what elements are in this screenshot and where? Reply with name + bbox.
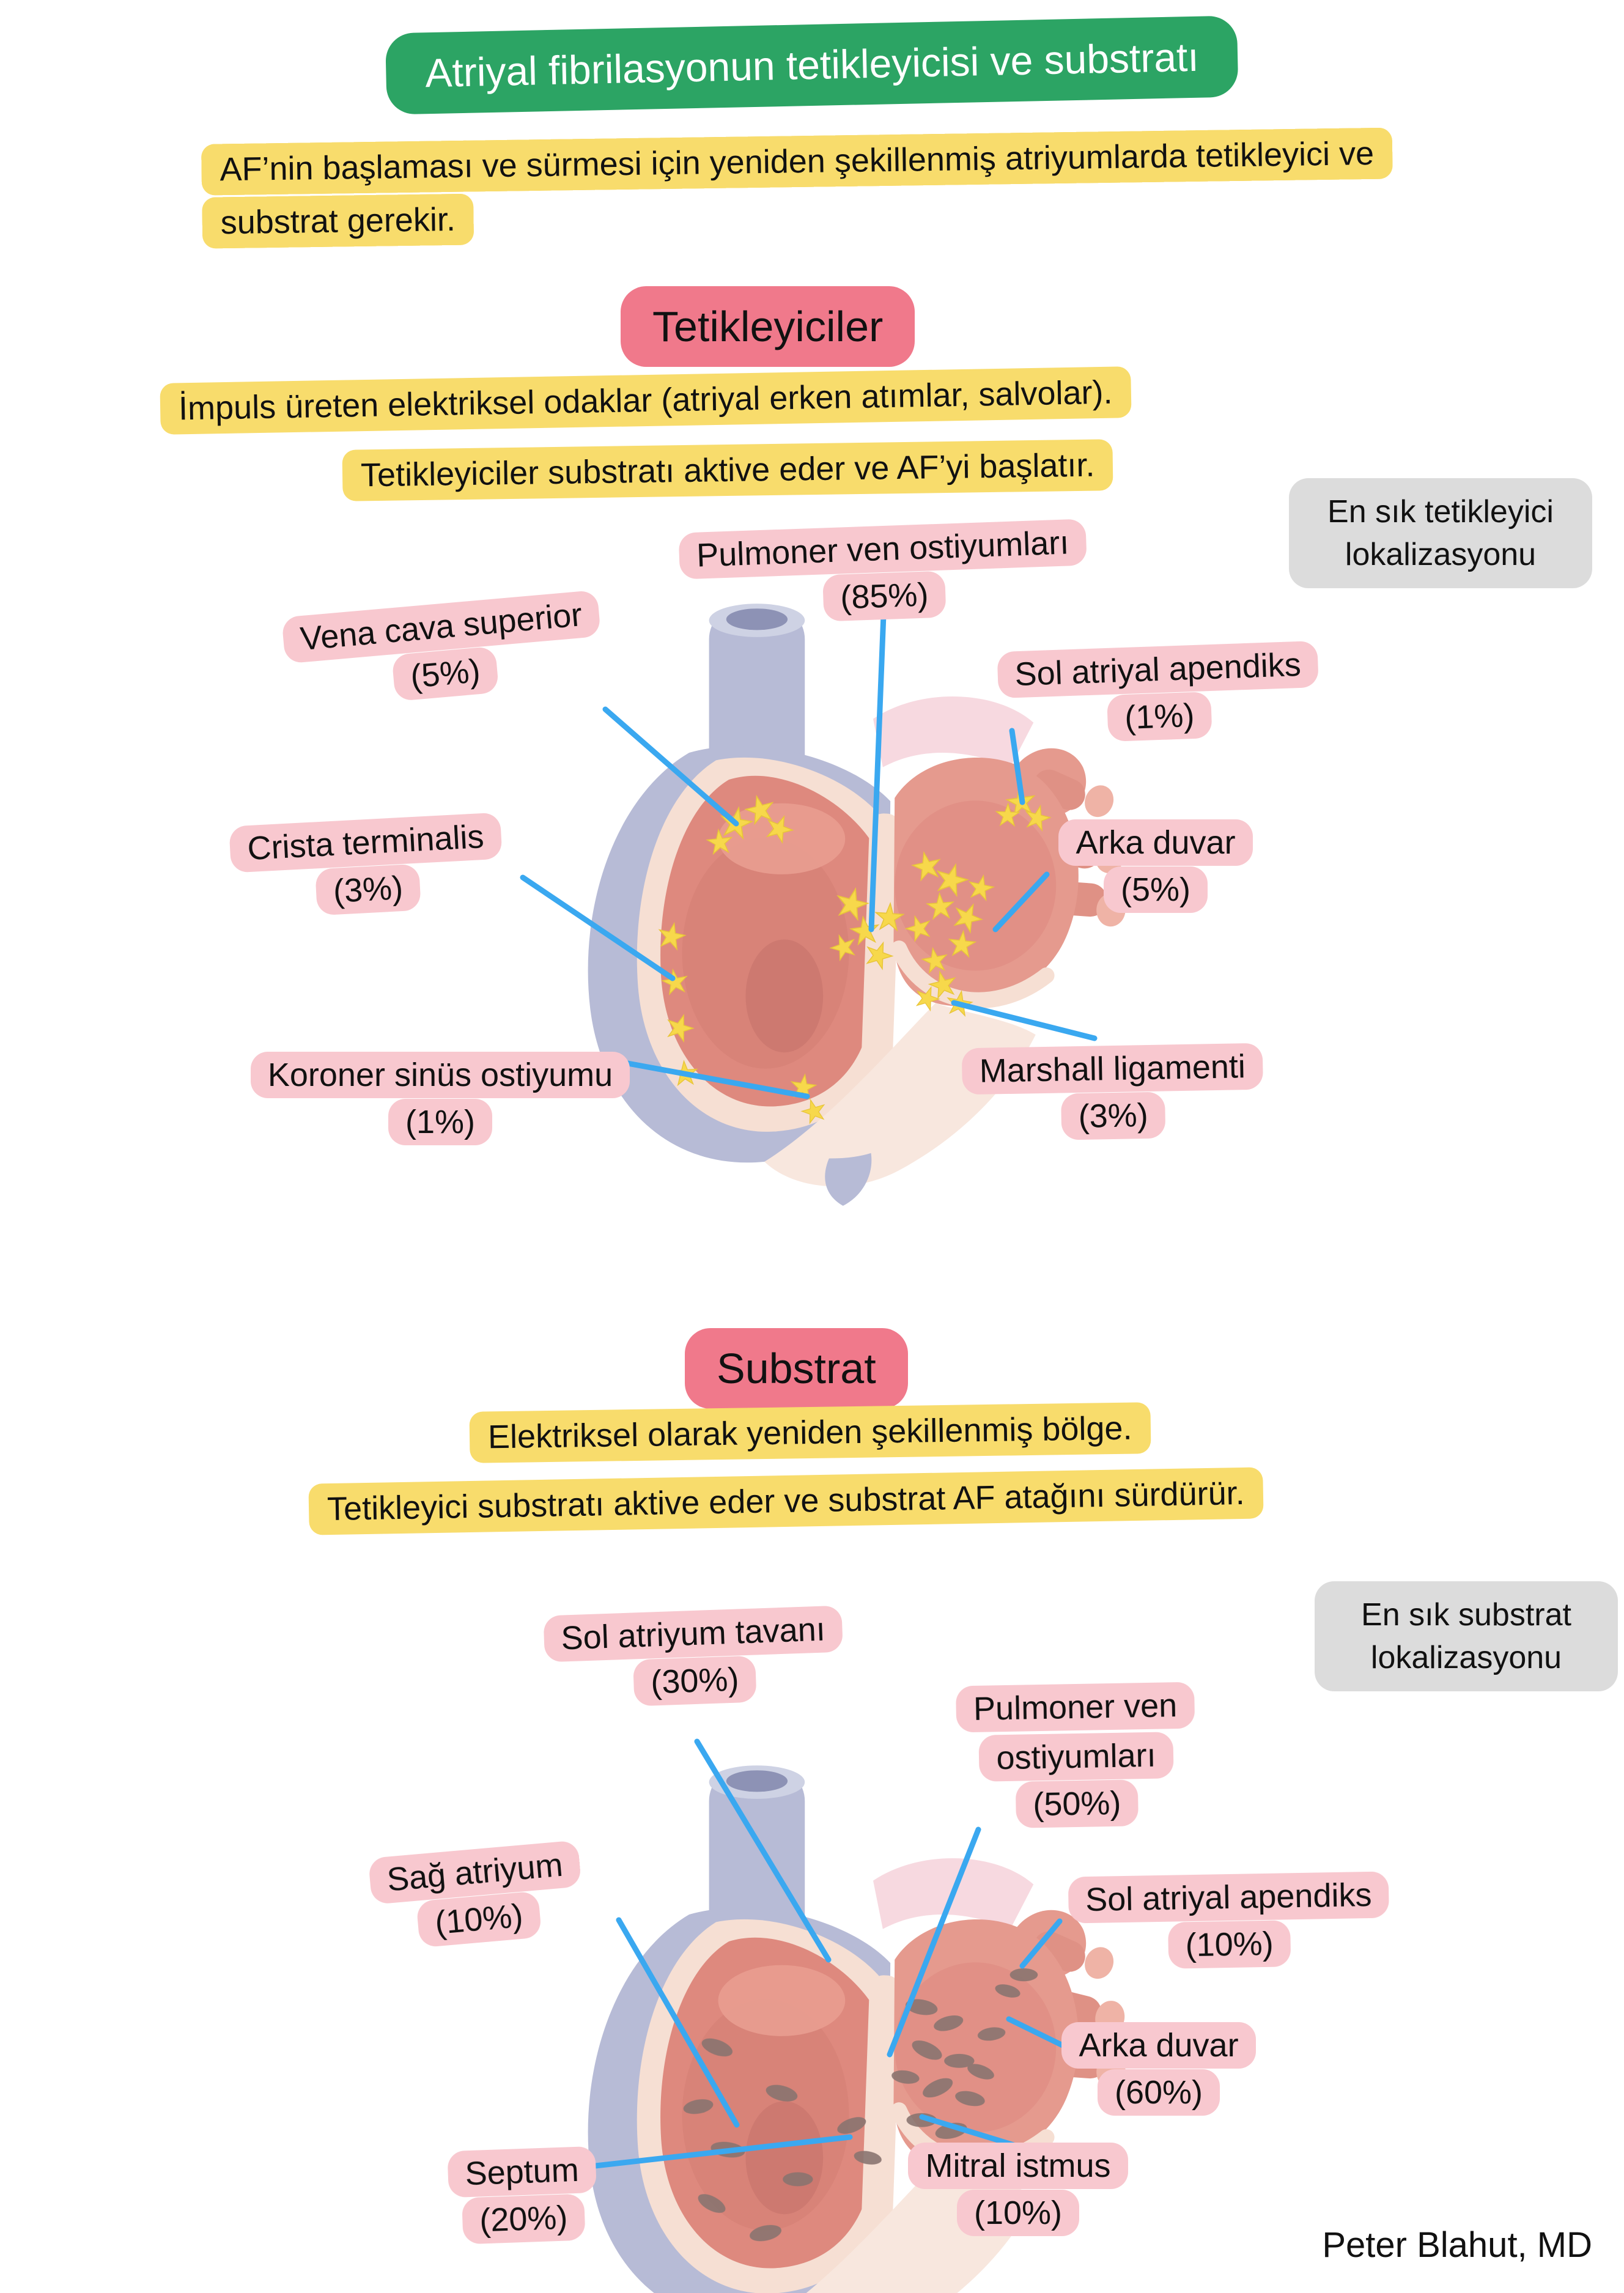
label-pct: (50%): [1015, 1779, 1139, 1828]
label-text: Koroner sinüs ostiyumu: [250, 1052, 630, 1098]
triggers-heading: Tetikleyiciler: [621, 286, 915, 367]
label-text: Sol atriyal apendiks: [997, 640, 1319, 699]
label-coronary-sinus-ostium: Koroner sinüs ostiyumu (1%): [226, 1050, 654, 1147]
author-credit: Peter Blahut, MD: [1322, 2225, 1592, 2265]
label-pct: (60%): [1097, 2069, 1220, 2116]
label-text: Septum: [447, 2146, 597, 2198]
label-pct: (10%): [1167, 1920, 1291, 1969]
label-left-atrial-appendage-trigger: Sol atriyal apendiks (1%): [961, 638, 1356, 748]
label-pct: (20%): [462, 2193, 586, 2245]
substrate-desc2-highlight: Tetikleyici substratı aktive eder ve sub…: [308, 1467, 1264, 1535]
intro-highlight: AF’nin başlaması ve sürmesi için yeniden…: [201, 127, 1393, 249]
substrate-desc1-highlight: Elektriksel olarak yeniden şekillenmiş b…: [469, 1402, 1151, 1463]
label-text: Mitral istmus: [908, 2143, 1128, 2189]
label-pct: (10%): [416, 1891, 542, 1948]
label-pct: (3%): [315, 863, 421, 916]
label-pulmonary-vein-ostia-substrate: Pulmoner ven ostiyumları (50%): [943, 1680, 1209, 1831]
label-pct: (3%): [1060, 1091, 1166, 1140]
label-pct: (5%): [391, 646, 500, 702]
substrate-heart-diagram: [0, 1738, 1624, 2293]
substrate-side-note: En sık substrat lokalizasyonu: [1315, 1581, 1618, 1692]
label-left-atrial-roof: Sol atriyum tavanı (30%): [509, 1603, 879, 1713]
page-title: Atriyal fibrilasyonun tetikleyicisi ve s…: [385, 15, 1239, 115]
label-text: Marshall ligamenti: [962, 1043, 1263, 1095]
label-pct: (1%): [1107, 692, 1212, 742]
triggers-side-note: En sık tetikleyici lokalizasyonu: [1289, 478, 1592, 589]
label-posterior-wall-substrate: Arka duvar (60%): [1030, 2021, 1287, 2118]
triggers-desc1-highlight: İmpuls üreten elektriksel odaklar (atriy…: [160, 366, 1132, 435]
label-text: Sol atriyum tavanı: [543, 1605, 843, 1663]
intro-text: AF’nin başlaması ve sürmesi için yeniden…: [201, 125, 1493, 250]
label-crista-terminalis: Crista terminalis (3%): [205, 810, 528, 923]
triggers-desc2: Tetikleyiciler substratı aktive eder ve …: [342, 438, 1113, 503]
label-pct: (85%): [822, 570, 947, 622]
triggers-heart-diagram: [520, 508, 1624, 1272]
substrate-heading: Substrat: [685, 1328, 908, 1409]
label-left-atrial-appendage-substrate: Sol atriyal apendiks (10%): [1033, 1869, 1426, 1973]
label-pct: (5%): [1103, 866, 1208, 913]
substrate-desc2: Tetikleyici substratı aktive eder ve sub…: [308, 1466, 1264, 1537]
label-text: Sol atriyal apendiks: [1068, 1871, 1390, 1924]
label-pct: (1%): [388, 1099, 492, 1145]
leader-lines: [520, 611, 1098, 1099]
label-mitral-isthmus: Mitral istmus (10%): [871, 2141, 1165, 2238]
label-text: Pulmoner ven ostiyumları: [956, 1682, 1195, 1782]
label-septum: Septum (20%): [411, 2144, 634, 2248]
substrate-desc1: Elektriksel olarak yeniden şekillenmiş b…: [469, 1401, 1151, 1464]
triggers-desc2-highlight: Tetikleyiciler substratı aktive eder ve …: [342, 439, 1113, 501]
label-text: Arka duvar: [1058, 819, 1253, 866]
triggers-desc1: İmpuls üreten elektriksel odaklar (atriy…: [160, 366, 1132, 436]
label-pulmonary-vein-ostia-trigger: Pulmoner ven ostiyumları (85%): [643, 516, 1123, 629]
label-ligament-of-marshall: Marshall ligamenti (3%): [941, 1041, 1285, 1144]
leader-lines: [587, 1738, 1072, 2169]
label-text: Arka duvar: [1061, 2022, 1256, 2069]
label-posterior-wall-trigger: Arka duvar (5%): [1027, 818, 1284, 915]
label-pct: (10%): [956, 2190, 1080, 2236]
label-pct: (30%): [633, 1655, 757, 1707]
